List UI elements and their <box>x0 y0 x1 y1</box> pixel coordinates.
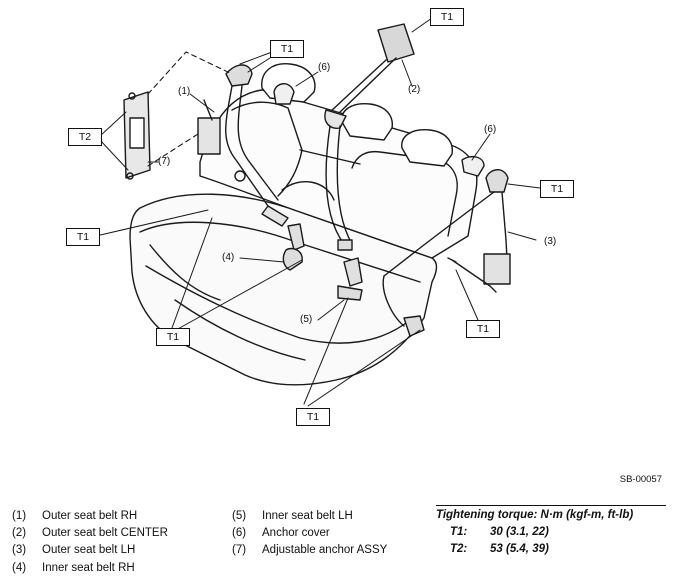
legend-label: Outer seat belt CENTER <box>42 527 168 540</box>
legend-number: (6) <box>232 527 247 540</box>
torque-value: 53 (5.4, 39) <box>490 543 549 556</box>
callout-6: (6) <box>318 62 331 73</box>
legend-number: (4) <box>12 561 27 574</box>
torque-row: T2: 53 (5.4, 39) <box>436 541 666 558</box>
seat-belt-exploded-illustration <box>95 17 541 407</box>
callout-4: (4) <box>222 252 235 263</box>
callout-2: (2) <box>408 84 421 95</box>
legend-label: Outer seat belt LH <box>42 544 136 557</box>
torque-row: T1: 30 (3.1, 22) <box>436 524 666 541</box>
callout-6: (6) <box>484 124 497 135</box>
torque-tag-t1: T1 <box>66 228 100 246</box>
torque-tag-t1: T1 <box>540 180 574 198</box>
legend-label: Outer seat belt RH <box>42 510 138 522</box>
torque-tag-t2: T2 <box>68 128 102 146</box>
outer-seat-belt-lh <box>382 169 511 337</box>
torque-value: 30 (3.1, 22) <box>490 526 549 539</box>
adjustable-anchor-assy <box>123 91 151 180</box>
legend-label: Adjustable anchor ASSY <box>262 544 388 557</box>
torque-key: T1: <box>450 526 468 539</box>
callout-5: (5) <box>300 314 313 325</box>
legend-item: (7) Adjustable anchor ASSY <box>232 542 387 559</box>
legend-label: Inner seat belt RH <box>42 561 135 574</box>
outer-seat-belt-center <box>324 23 415 251</box>
inner-seat-belt-rh <box>281 181 335 271</box>
legend-column-1: (1) Outer seat belt RH (2) Outer seat belt… <box>12 508 168 577</box>
legend-item: (2) Outer seat belt CENTER <box>12 525 168 542</box>
callout-1: (1) <box>178 86 191 97</box>
legend-item: (5) Inner seat belt LH <box>232 508 387 525</box>
legend-label: Anchor cover <box>262 527 330 540</box>
reference-lines <box>147 51 233 167</box>
callout-7: (7) <box>158 156 171 167</box>
anchor-covers <box>273 83 485 177</box>
legend-label: Inner seat belt LH <box>262 510 353 522</box>
inner-seat-belt-lh <box>337 257 363 301</box>
torque-tag-t1: T1 <box>430 8 464 26</box>
legend-number: (1) <box>12 510 27 522</box>
legend-number: (7) <box>232 544 247 557</box>
outer-seat-belt-rh <box>197 64 289 227</box>
torque-tag-t1: T1 <box>466 320 500 338</box>
legend-item: (6) Anchor cover <box>232 525 387 542</box>
torque-tag-t1: T1 <box>270 40 304 58</box>
torque-tag-t1: T1 <box>296 408 330 426</box>
tightening-torque-table: Tightening torque: N·m (kgf-m, ft-lb) T1… <box>436 505 666 559</box>
legend-item: (3) Outer seat belt LH <box>12 542 168 559</box>
legend-number: (2) <box>12 527 27 540</box>
legend-number: (3) <box>12 544 27 557</box>
legend-item: (4) Inner seat belt RH <box>12 560 168 577</box>
callout-3: (3) <box>544 236 557 247</box>
seat-cushion <box>129 193 438 386</box>
torque-heading: Tightening torque: N·m (kgf-m, ft-lb) <box>436 505 666 524</box>
figure-code: SB-00057 <box>619 474 662 485</box>
torque-tag-t1: T1 <box>156 328 190 346</box>
legend-number: (5) <box>232 510 247 522</box>
legend-column-2: (5) Inner seat belt LH (6) Anchor cover (7… <box>232 508 387 560</box>
torque-key: T2: <box>450 543 468 556</box>
leader-lines <box>95 17 541 407</box>
legend-item: (1) Outer seat belt RH <box>12 508 168 525</box>
